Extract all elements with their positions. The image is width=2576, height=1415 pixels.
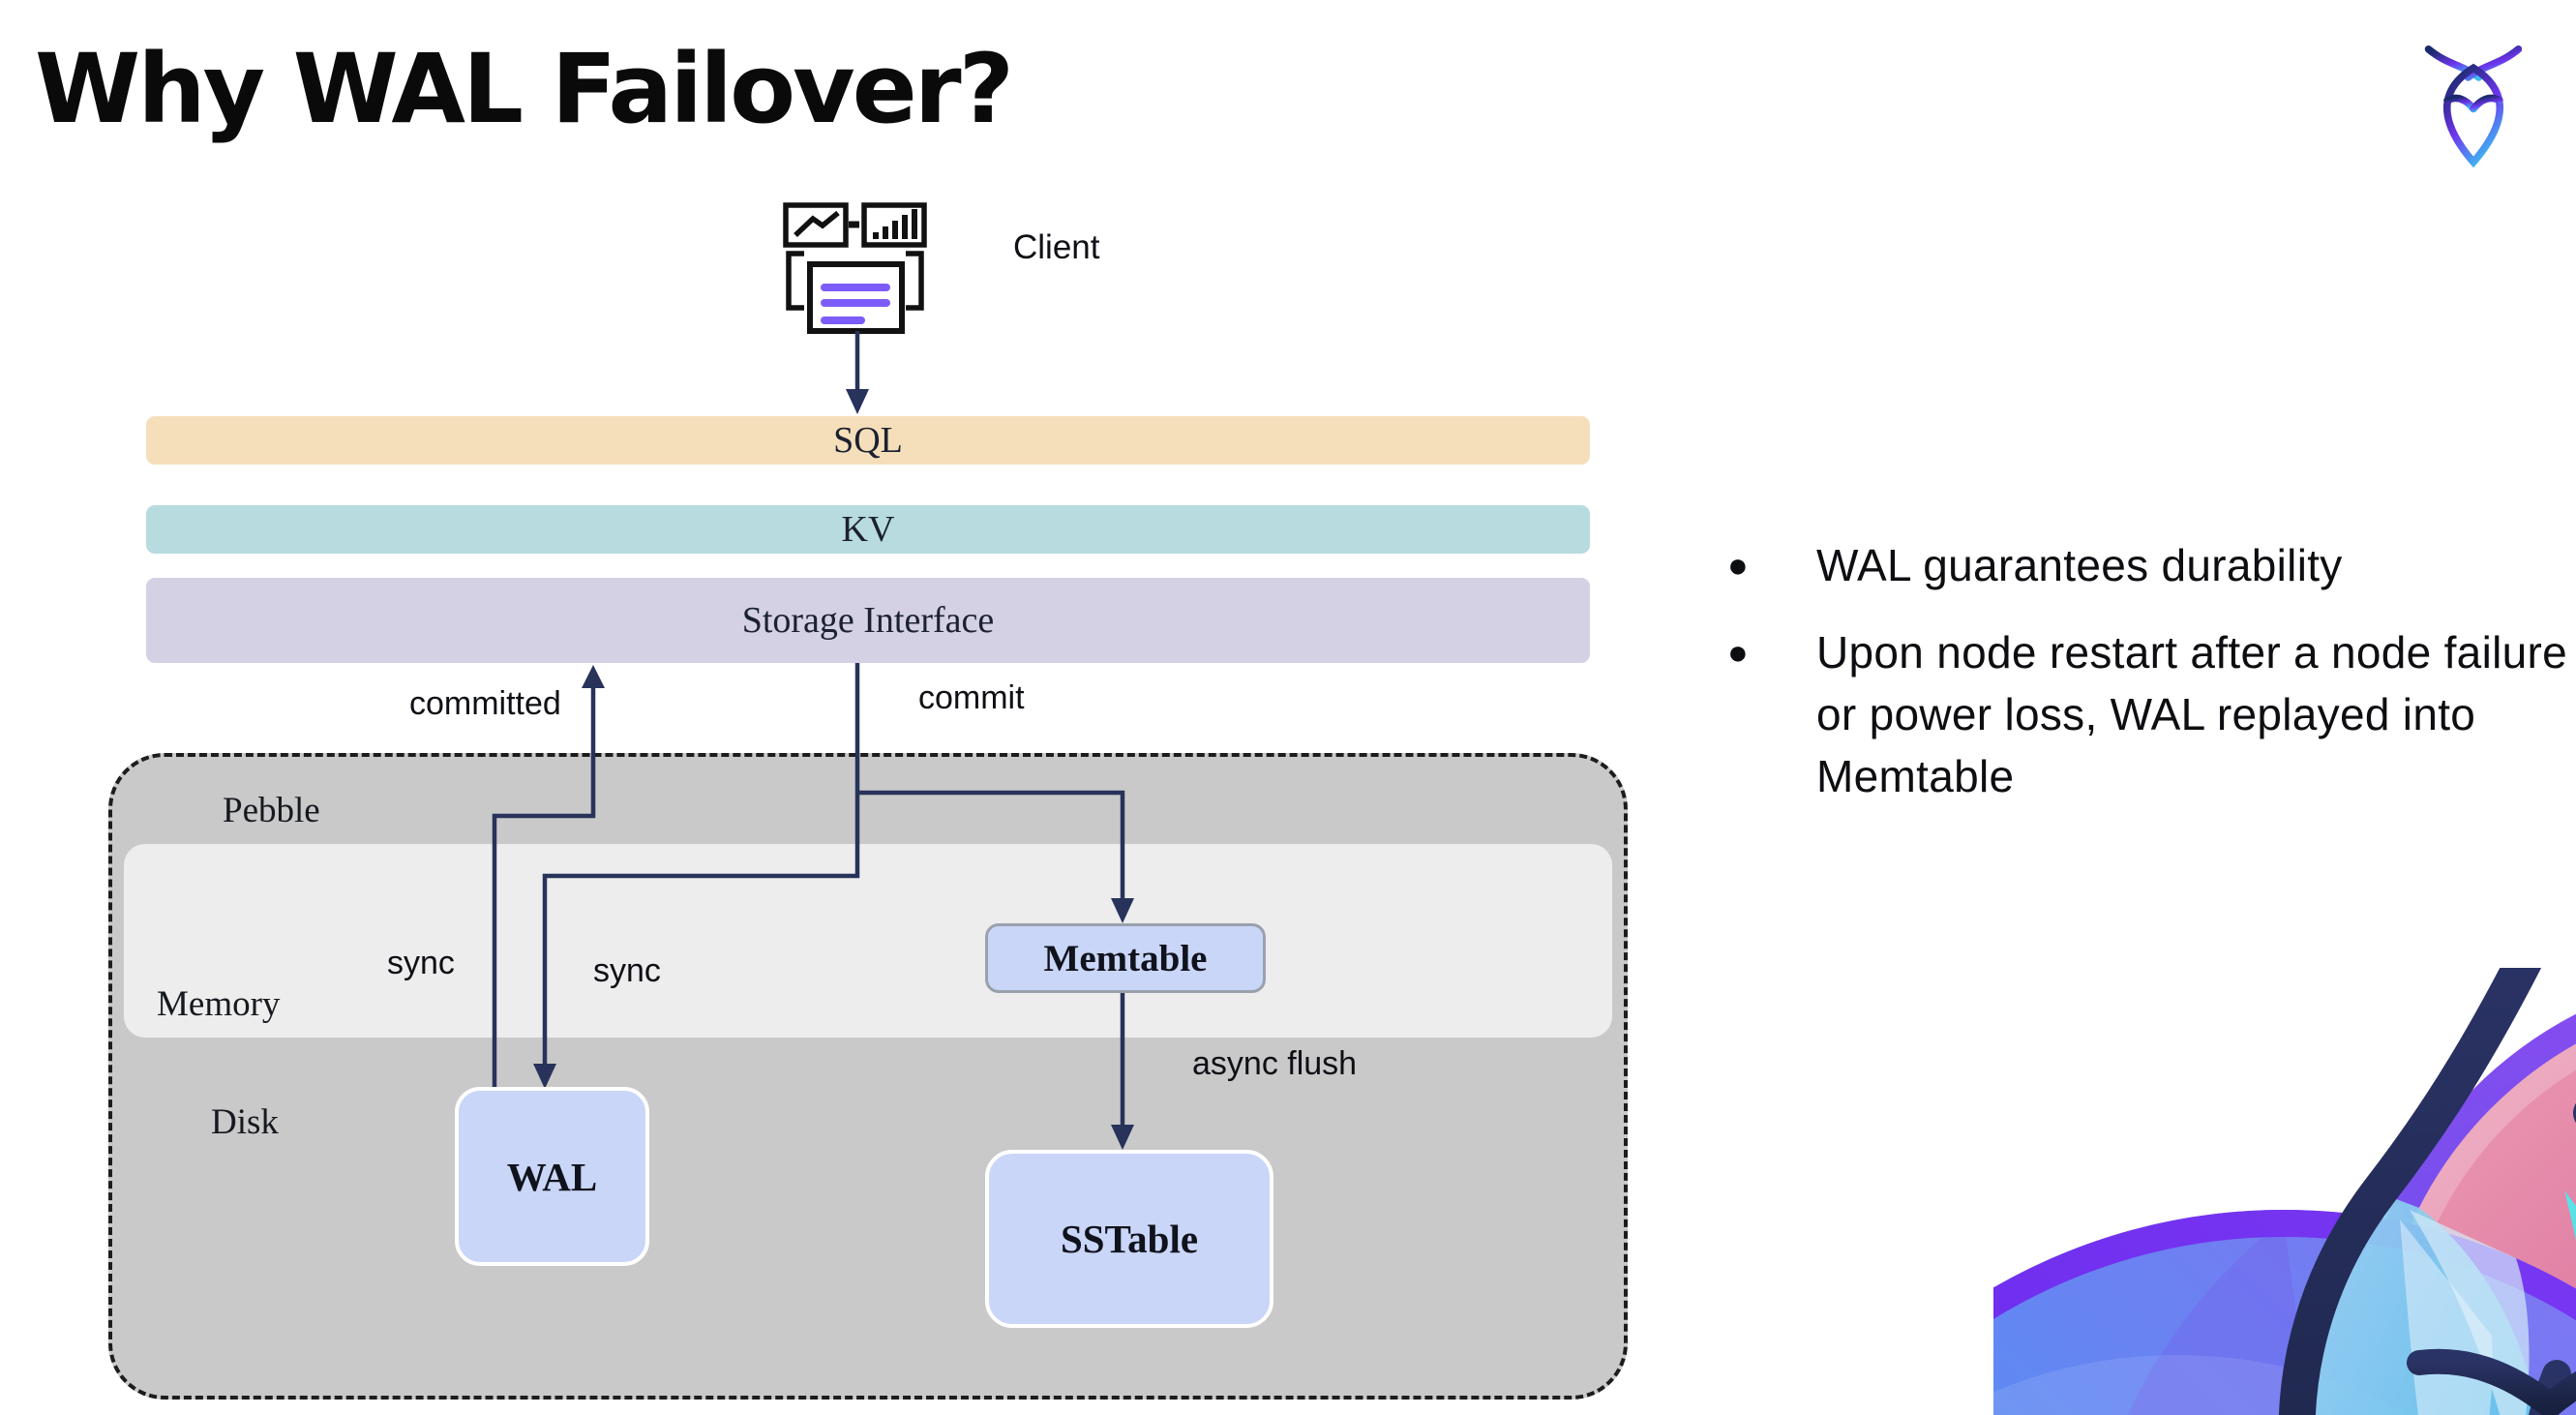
list-item: ● Upon node restart after a node failure…: [1727, 621, 2567, 807]
client-label: Client: [1013, 228, 1100, 266]
layer-bar-sql: SQL: [146, 416, 1590, 465]
wal-node: WAL: [455, 1087, 649, 1266]
bullet-dot: ●: [1727, 632, 1750, 672]
bullet-dot: ●: [1727, 545, 1750, 585]
bullet-text: WAL guarantees durability: [1816, 540, 2343, 590]
memtable-node: Memtable: [985, 923, 1266, 993]
bullet-list: ● WAL guarantees durability ● Upon node …: [1727, 534, 2567, 832]
edge-client-to-sql: [846, 331, 869, 414]
sync-right-label: sync: [593, 952, 661, 989]
layer-label-kv: KV: [841, 509, 895, 550]
memory-band: [124, 844, 1612, 1038]
pebble-label: Pebble: [223, 791, 320, 830]
async-flush-label: async flush: [1192, 1045, 1358, 1082]
layer-bar-kv: KV: [146, 505, 1590, 554]
list-item: ● WAL guarantees durability: [1727, 534, 2567, 596]
memtable-label: Memtable: [1043, 937, 1208, 979]
client-workstation-icon: [783, 202, 927, 334]
memory-label: Memory: [157, 984, 281, 1024]
bullet-text: Upon node restart after a node failure o…: [1816, 627, 2567, 801]
commit-label: commit: [918, 679, 1025, 716]
layer-label-storage-interface: Storage Interface: [741, 600, 995, 641]
sstable-label: SSTable: [1060, 1217, 1199, 1261]
disk-label: Disk: [211, 1102, 279, 1142]
layer-label-sql: SQL: [833, 420, 903, 461]
brand-sphere-art-icon: [1993, 968, 2576, 1415]
page-title: Why WAL Failover?: [35, 34, 1014, 145]
cockroachdb-logo-icon: [2424, 45, 2523, 168]
committed-label: committed: [409, 685, 561, 722]
layer-bar-storage-interface: Storage Interface: [146, 578, 1590, 663]
sync-left-label: sync: [387, 945, 455, 981]
sstable-node: SSTable: [985, 1150, 1273, 1328]
wal-label: WAL: [506, 1154, 598, 1199]
